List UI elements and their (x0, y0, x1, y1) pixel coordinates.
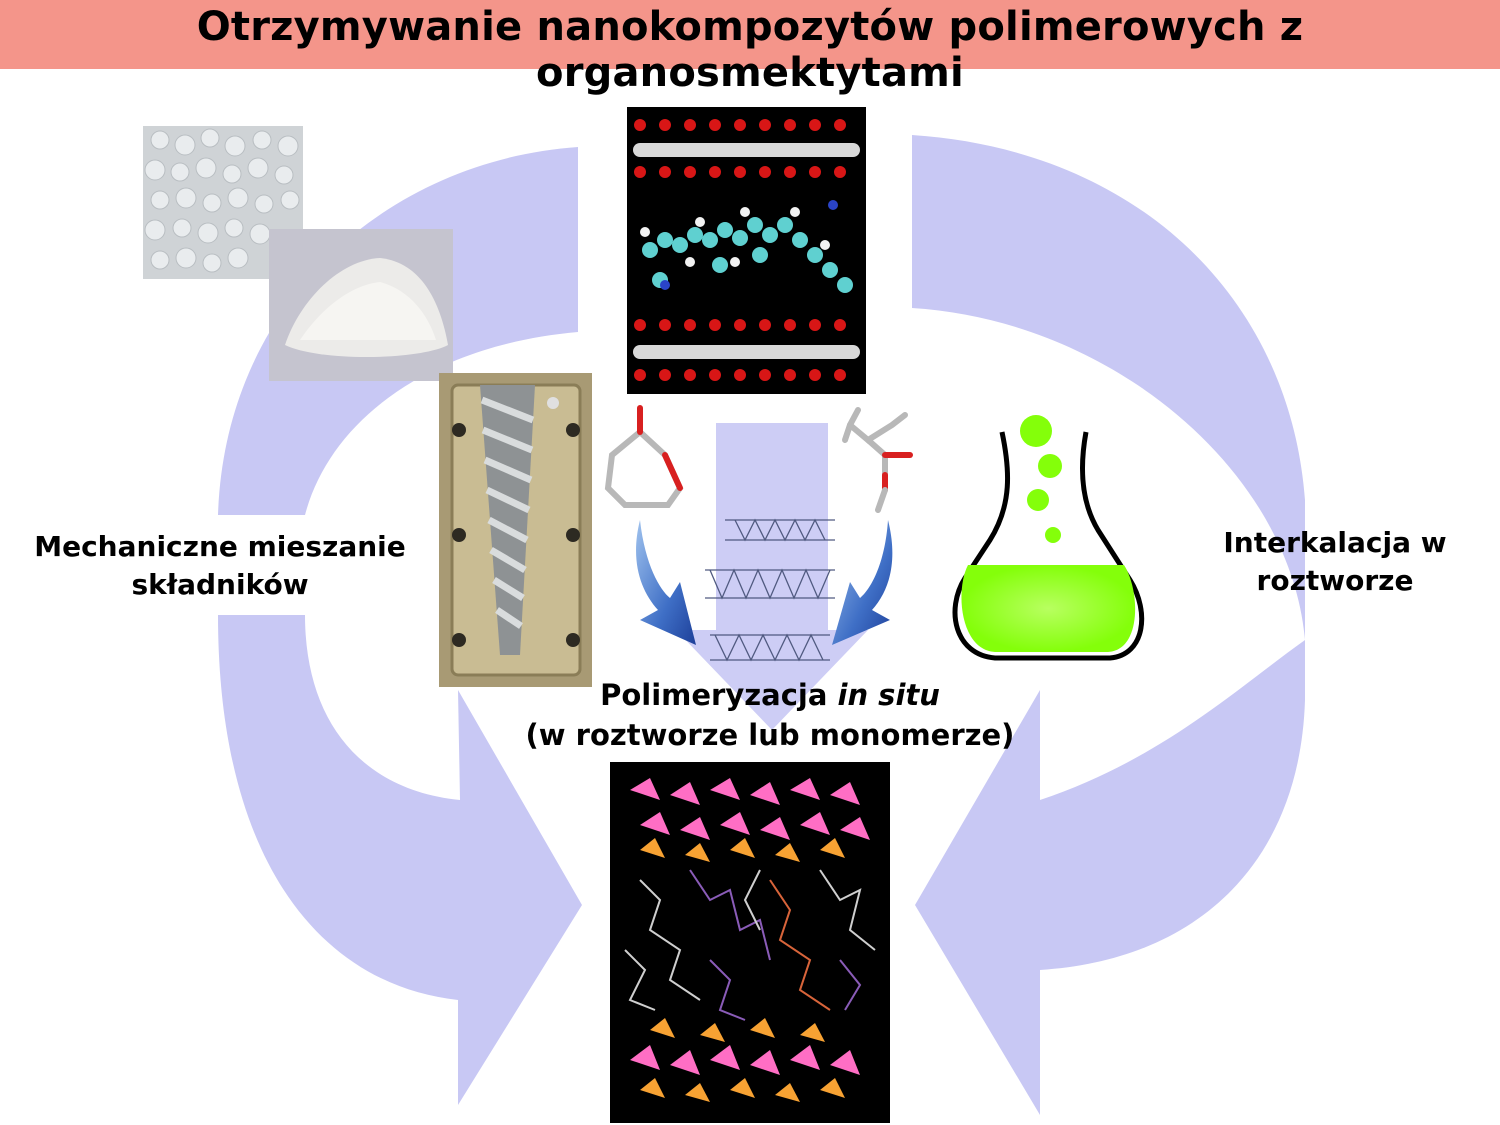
arrow-small-right (832, 520, 893, 645)
mechanical-line2: składników (131, 568, 309, 601)
title-bar: Otrzymywanie nanokompozytów polimerowych… (0, 0, 1500, 96)
methacrylate-molecule-icon (842, 407, 913, 513)
nanocomposite-structure-image (610, 762, 890, 1123)
in-situ-prefix: Polimeryzacja (600, 678, 838, 712)
in-situ-italic: in situ (837, 678, 940, 712)
intercalation-line1: Interkalacja w (1223, 526, 1447, 559)
intercalation-label: Interkalacja w roztworze (1200, 524, 1470, 600)
in-situ-line1: Polimeryzacja in situ (500, 675, 1040, 715)
polymer-granules-image (143, 126, 303, 279)
arrow-bottom-right (915, 640, 1305, 1115)
mechanical-line1: Mechaniczne mieszanie (34, 530, 406, 563)
slide-title: Otrzymywanie nanokompozytów polimerowych… (196, 4, 1304, 96)
caprolactone-molecule-icon (604, 405, 684, 508)
arrow-bottom-left (218, 615, 582, 1105)
clay-molecular-model-image (627, 107, 866, 394)
arrow-small-left (636, 520, 696, 645)
powder-image (269, 229, 453, 381)
flask-icon (952, 415, 1145, 661)
in-situ-line2: (w roztworze lub monomerze) (525, 718, 1015, 752)
in-situ-polymerization-label: Polimeryzacja in situ (w roztworze lub m… (500, 675, 1040, 755)
extruder-screw-image (439, 373, 592, 687)
mechanical-mixing-label: Mechaniczne mieszanie składników (20, 528, 420, 604)
arrow-top-right (912, 135, 1305, 640)
intercalation-line2: roztworze (1256, 564, 1414, 597)
small-blue-arrows (636, 520, 893, 645)
clay-layers-sketch-icon (705, 518, 835, 662)
